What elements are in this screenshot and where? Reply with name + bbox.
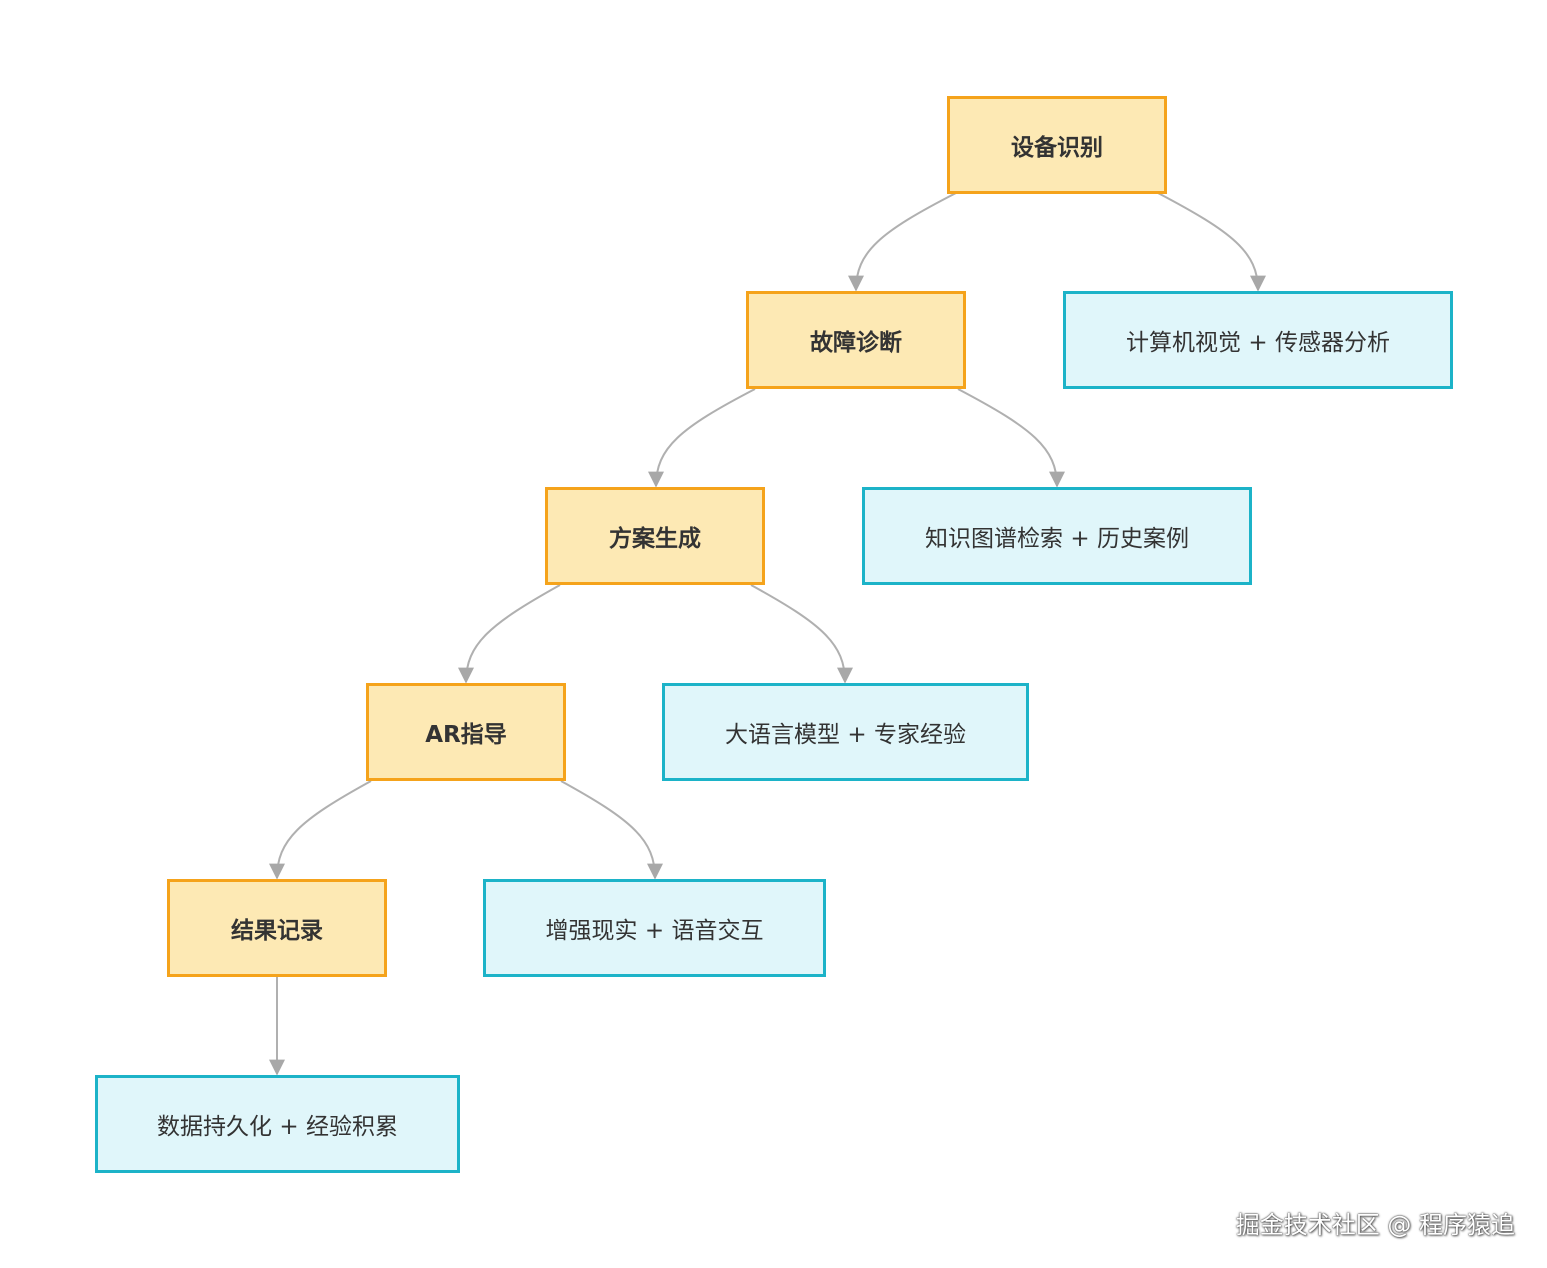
node-kg-history: 知识图谱检索 + 历史案例 xyxy=(862,487,1252,585)
node-label: 数据持久化 + 经验积累 xyxy=(157,1114,398,1140)
edge-ar-to-voice xyxy=(560,780,663,880)
edge-fault-to-kg xyxy=(957,388,1065,488)
node-ar-voice: 增强现实 + 语音交互 xyxy=(483,879,826,977)
edge-fault-to-solution xyxy=(648,388,756,488)
edge-device-to-cv xyxy=(1157,192,1266,292)
node-label: 计算机视觉 + 传感器分析 xyxy=(1126,330,1390,356)
node-solution-generation: 方案生成 xyxy=(545,487,765,585)
node-label: AR指导 xyxy=(425,722,507,748)
edge-device-to-fault xyxy=(848,192,957,292)
edge-solution-to-llm xyxy=(750,584,853,684)
node-llm-expert: 大语言模型 + 专家经验 xyxy=(662,683,1029,781)
node-result-recording: 结果记录 xyxy=(167,879,387,977)
node-cv-sensor: 计算机视觉 + 传感器分析 xyxy=(1063,291,1453,389)
node-ar-guidance: AR指导 xyxy=(366,683,566,781)
node-label: 大语言模型 + 专家经验 xyxy=(725,722,966,748)
edge-ar-to-result xyxy=(269,780,372,880)
edge-solution-to-ar xyxy=(458,584,561,684)
node-fault-diagnosis: 故障诊断 xyxy=(746,291,966,389)
watermark: 掘金技术社区 @ 程序猿追 xyxy=(1235,1211,1515,1239)
node-label: 故障诊断 xyxy=(810,330,902,356)
node-label: 结果记录 xyxy=(231,918,323,944)
node-label: 设备识别 xyxy=(1011,135,1103,161)
node-label: 增强现实 + 语音交互 xyxy=(545,918,764,944)
node-data-persistence: 数据持久化 + 经验积累 xyxy=(95,1075,460,1173)
node-label: 知识图谱检索 + 历史案例 xyxy=(925,526,1189,552)
node-label: 方案生成 xyxy=(609,526,701,552)
node-device-identification: 设备识别 xyxy=(947,96,1167,194)
